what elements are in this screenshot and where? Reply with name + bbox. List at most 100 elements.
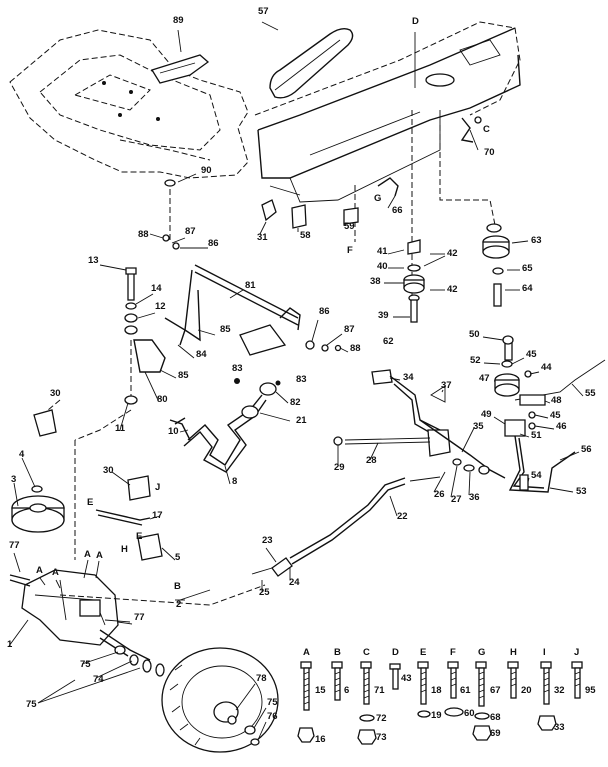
legend-letter-D: D — [392, 647, 399, 658]
callout-c45b: 45 — [550, 410, 561, 421]
callout-c25: 25 — [259, 587, 270, 598]
legend-bolt-E: 18 — [431, 685, 442, 696]
callout-c45a: 45 — [526, 349, 537, 360]
callout-c23: 23 — [262, 535, 273, 546]
callout-c64: 64 — [522, 283, 533, 294]
callout-cE1: E — [87, 497, 93, 508]
legend-letter-C: C — [363, 647, 370, 658]
callout-c49: 49 — [481, 409, 492, 420]
shift-lever-drawing — [333, 369, 506, 498]
callout-cA1: A — [36, 565, 43, 576]
callout-cE2: E — [136, 531, 142, 542]
callout-c89: 89 — [173, 15, 184, 26]
callout-c30b: 30 — [103, 465, 114, 476]
callout-c11: 11 — [115, 423, 126, 434]
callout-c47: 47 — [479, 373, 490, 384]
callout-c84: 84 — [196, 349, 207, 360]
callout-c51: 51 — [531, 430, 542, 441]
callout-cD: D — [412, 16, 419, 27]
legend-bolt-G: 67 — [490, 685, 501, 696]
callout-c77b: 77 — [134, 612, 145, 623]
callout-c76: 76 — [267, 711, 278, 722]
callout-c80: 80 — [157, 394, 168, 405]
callout-c53: 53 — [576, 486, 587, 497]
legend-washer-G: 68 — [490, 712, 501, 723]
callout-c37: 37 — [441, 380, 452, 391]
callout-c34: 34 — [403, 372, 414, 383]
callout-c21: 21 — [296, 415, 307, 426]
callout-c48: 48 — [551, 395, 562, 406]
fender-body-drawing — [9, 29, 249, 240]
callout-c35: 35 — [473, 421, 484, 432]
callout-c78: 78 — [256, 673, 267, 684]
callout-c46: 46 — [556, 421, 567, 432]
callout-c12: 12 — [155, 301, 166, 312]
callout-c31: 31 — [257, 232, 268, 243]
callout-c63: 63 — [531, 235, 542, 246]
legend-bolt-A: 15 — [315, 685, 326, 696]
callout-cJ1: J — [155, 482, 160, 493]
callout-c14: 14 — [151, 283, 162, 294]
legend-bolt-F: 61 — [460, 685, 471, 696]
callout-c88a: 88 — [138, 229, 149, 240]
idler-pulley-drawing — [384, 223, 529, 323]
callout-c56: 56 — [581, 444, 592, 455]
callout-c85b: 85 — [178, 370, 189, 381]
callout-c42b: 42 — [447, 284, 458, 295]
legend-bolt-C: 71 — [374, 685, 385, 696]
callout-c86a: 86 — [208, 238, 219, 249]
callout-c52: 52 — [470, 355, 481, 366]
callout-c58: 58 — [300, 230, 311, 241]
callout-c88b: 88 — [350, 343, 361, 354]
callout-c36: 36 — [469, 492, 480, 503]
callout-c28: 28 — [366, 455, 377, 466]
hardware-legend-labels: A 15 16 B 6 C 71 72 73 D 43 E 18 19 F 61… — [303, 647, 596, 745]
legend-letter-J: J — [574, 647, 579, 658]
legend-letter-E: E — [420, 647, 426, 658]
callout-cA2: A — [52, 567, 59, 578]
callout-c42a: 42 — [447, 248, 458, 259]
callout-c85a: 85 — [220, 324, 231, 335]
callout-c24: 24 — [289, 577, 300, 588]
linkage-drawing — [169, 378, 291, 485]
callout-c29: 29 — [334, 462, 345, 473]
callout-c77a: 77 — [9, 540, 20, 551]
callout-cA4: A — [96, 550, 103, 561]
callout-c50: 50 — [469, 329, 480, 340]
legend-washer-E: 19 — [431, 710, 442, 721]
callout-c26: 26 — [434, 489, 445, 500]
callout-c59: 59 — [344, 221, 355, 232]
callout-cF: F — [347, 245, 353, 256]
callout-c70: 70 — [484, 147, 495, 158]
legend-bolt-B: 6 — [344, 685, 349, 696]
callout-c40: 40 — [377, 261, 388, 272]
frame-drawing — [254, 21, 521, 300]
control-rod-drawing — [74, 233, 349, 441]
legend-nut-C: 73 — [376, 732, 387, 743]
callout-c10: 10 — [168, 426, 179, 437]
callout-c83a: 83 — [232, 363, 243, 374]
callout-c74: 74 — [93, 674, 104, 685]
callout-c39: 39 — [378, 310, 389, 321]
callout-c57: 57 — [258, 6, 269, 17]
cable-drawing — [251, 476, 441, 592]
callout-c75a: 75 — [80, 659, 91, 670]
callout-c87a: 87 — [185, 226, 196, 237]
callout-c83b: 83 — [296, 374, 307, 385]
legend-letter-I: I — [543, 647, 546, 658]
callout-c5: 5 — [175, 552, 181, 563]
legend-nut-I: 33 — [554, 722, 565, 733]
callout-c30a: 30 — [50, 388, 61, 399]
callout-c75b: 75 — [26, 699, 37, 710]
legend-letter-B: B — [334, 647, 341, 658]
legend-bolt-H: 20 — [521, 685, 532, 696]
callout-c81: 81 — [245, 280, 256, 291]
callout-c82: 82 — [290, 397, 301, 408]
callout-c41: 41 — [377, 246, 388, 257]
legend-letter-H: H — [510, 647, 517, 658]
callout-c3: 3 — [11, 474, 16, 485]
callout-c87b: 87 — [344, 324, 355, 335]
callout-c22: 22 — [397, 511, 408, 522]
